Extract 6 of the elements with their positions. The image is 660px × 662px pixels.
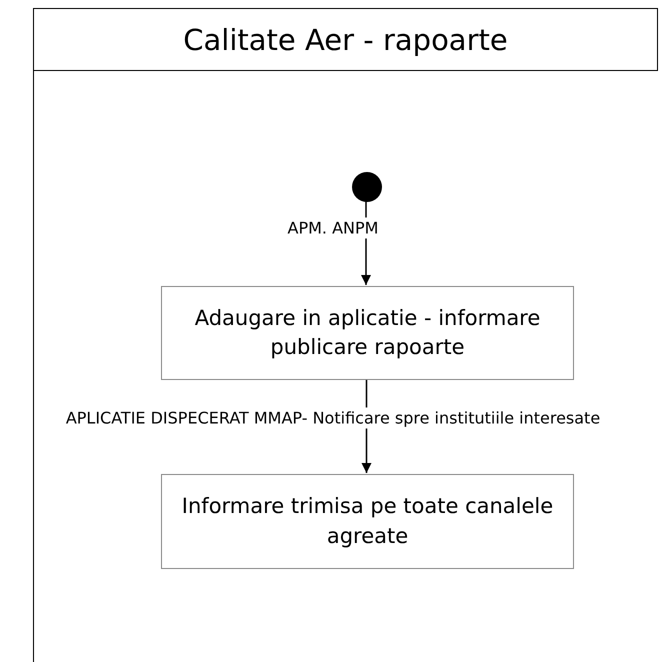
edge-label: APLICATIE DISPECERAT MMAP- Notificare spre institutiile interesate: [64, 408, 602, 428]
swimlane: [33, 8, 658, 662]
start-node: [352, 172, 382, 202]
activity-box: Adaugare in aplicatie - informare publicare rapoarte: [161, 286, 574, 380]
activity-box: Informare trimisa pe toate canalele agreate: [161, 474, 574, 569]
lane-title: Calitate Aer - rapoarte: [34, 9, 658, 71]
